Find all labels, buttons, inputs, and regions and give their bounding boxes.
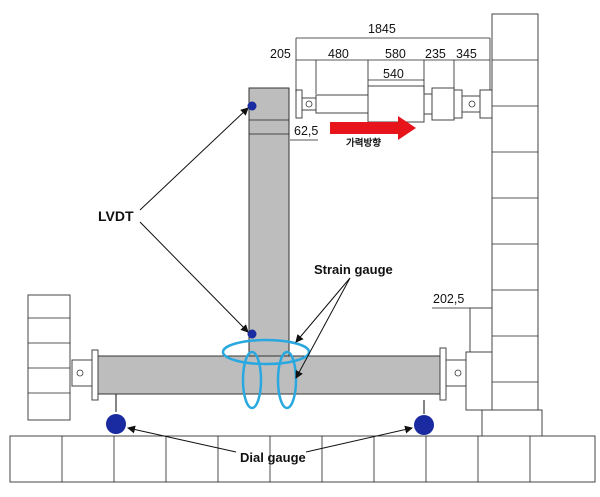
loading-direction-arrow (330, 116, 416, 140)
dim-62-5: 62,5 (294, 124, 318, 138)
beam-specimen (71, 347, 467, 401)
leader-lines (127, 107, 413, 453)
lvdt-label: LVDT (98, 208, 134, 224)
dim-580: 580 (385, 47, 406, 61)
strain-gauge-label: Strain gauge (314, 262, 393, 277)
floor-base (9, 435, 596, 483)
dim-345: 345 (456, 47, 477, 61)
dim-540: 540 (383, 67, 404, 81)
dial-gauge-label: Dial gauge (240, 450, 306, 465)
dim-202-5: 202,5 (433, 292, 464, 306)
dim-205: 205 (270, 47, 291, 61)
dim-1845: 1845 (368, 22, 396, 36)
dial-gauge-right (414, 400, 434, 435)
strain-gauge-rings (221, 338, 311, 410)
actuator (295, 85, 493, 123)
dimension-lines (290, 37, 491, 309)
left-support-column (27, 294, 71, 421)
dim-235: 235 (425, 47, 446, 61)
dial-gauge-left (106, 394, 126, 434)
loading-direction-label: 가력방향 (346, 137, 381, 149)
lvdt-top-sensor (247, 101, 257, 111)
reaction-wall (465, 13, 543, 437)
lvdt-bottom-sensor (247, 329, 257, 339)
floor-blocks (9, 435, 596, 483)
dim-480: 480 (328, 47, 349, 61)
column-specimen (248, 87, 290, 357)
